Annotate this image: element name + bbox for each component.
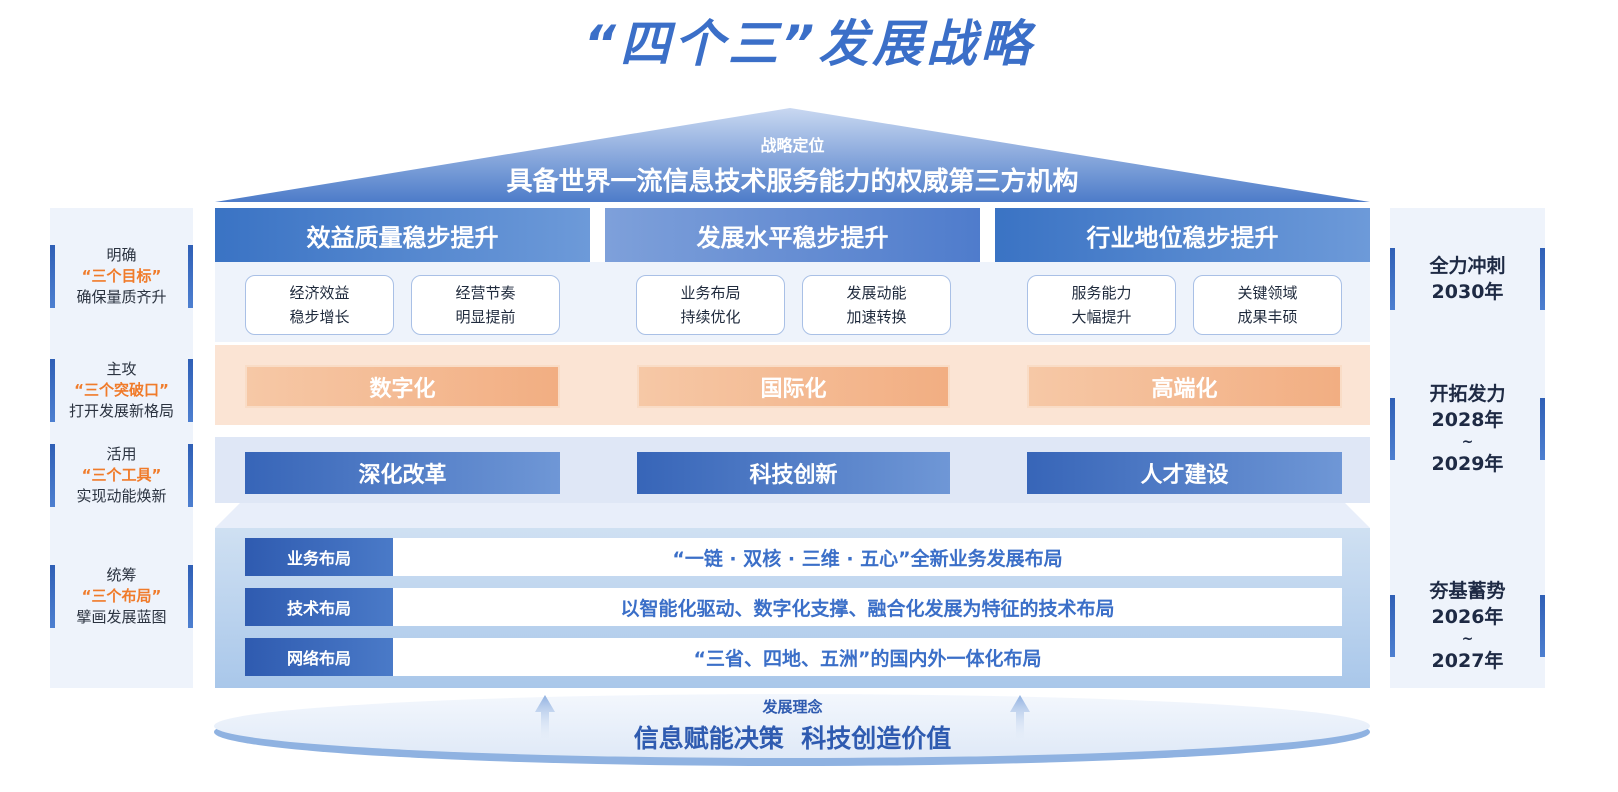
roof (215, 108, 1370, 202)
positioning-text: 具备世界一流信息技术服务能力的权威第三方机构 (506, 166, 1079, 197)
phase-title: 夯基蓄势 (1429, 580, 1506, 602)
layout-text: 以智能化驱动、数字化支撑、融合化发展为特征的技术布局 (393, 588, 1342, 626)
layout-label: 网络布局 (245, 638, 393, 676)
left-text: 主攻 (106, 360, 137, 378)
goal-item-line: 明显提前 (455, 308, 516, 326)
left-text: 明确 (106, 246, 137, 264)
philosophy-label: 发展理念 (762, 697, 823, 716)
left-group-goals: 明确 “三个目标” 确保量质齐升 (50, 245, 193, 308)
left-text: 活用 (106, 445, 137, 463)
right-phase-2026: 夯基蓄势 2026年 ~2027年 (1390, 580, 1545, 672)
breakthrough-box: 国际化 (637, 365, 950, 408)
goal-header: 效益质量稳步提升 (215, 208, 590, 262)
page-title: “四个三”发展战略 (583, 15, 1035, 73)
left-column: 明确 “三个目标” 确保量质齐升 主攻 “三个突破口” 打开发展新格局 活用 “三个工具”… (50, 208, 193, 688)
breakthrough-box: 高端化 (1027, 365, 1342, 408)
goal-item-line: 成果丰硕 (1237, 308, 1298, 326)
layout-label: 技术布局 (245, 588, 393, 626)
phase-year: 2028年 (1431, 409, 1504, 431)
left-highlight: “三个布局” (81, 587, 162, 605)
phase-year: 2029年 (1431, 453, 1504, 475)
left-text: 擘画发展蓝图 (76, 608, 167, 626)
left-group-breakthroughs: 主攻 “三个突破口” 打开发展新格局 (50, 359, 193, 422)
tool-box: 人才建设 (1027, 452, 1342, 494)
goal-item: 服务能力大幅提升 (1027, 275, 1176, 335)
goal-header: 发展水平稳步提升 (605, 208, 980, 262)
phase-title: 开拓发力 (1429, 383, 1506, 405)
left-group-layouts: 统筹 “三个布局” 擘画发展蓝图 (50, 565, 193, 628)
layout-label: 业务布局 (245, 538, 393, 576)
goal-item-line: 持续优化 (680, 308, 741, 326)
goal-item-line: 经营节奏 (455, 284, 516, 302)
goal-item-line: 稳步增长 (289, 308, 350, 326)
goal-item: 经济效益稳步增长 (245, 275, 394, 335)
goal-item-line: 加速转换 (846, 308, 907, 326)
goal-header: 行业地位稳步提升 (995, 208, 1370, 262)
goal-item-line: 关键领域 (1237, 284, 1298, 302)
arrow-up-icon (1010, 695, 1030, 745)
tool-box: 科技创新 (637, 452, 950, 494)
right-column: 全力冲刺 2030年 开拓发力 2028年 ~2029年 夯基蓄势 2026年 ~2027… (1390, 208, 1545, 688)
philosophy-text: 信息赋能决策 科技创造价值 (633, 724, 952, 753)
phase-sep: ~ (1461, 631, 1474, 647)
breakthrough-box: 数字化 (245, 365, 560, 408)
goal-item: 关键领域成果丰硕 (1193, 275, 1342, 335)
phase-year: 2026年 (1431, 606, 1504, 628)
base-top (215, 503, 1370, 528)
left-text: 打开发展新格局 (68, 402, 174, 420)
left-highlight: “三个工具” (81, 466, 162, 484)
goals-band (215, 262, 1370, 342)
layout-text: “一链 · 双核 · 三维 · 五心”全新业务发展布局 (393, 538, 1342, 576)
left-text: 确保量质齐升 (76, 288, 167, 306)
right-phase-2030: 全力冲刺 2030年 (1390, 248, 1545, 310)
left-group-tools: 活用 “三个工具” 实现动能焕新 (50, 444, 193, 507)
right-phase-2028: 开拓发力 2028年 ~2029年 (1390, 383, 1545, 475)
goal-item-line: 业务布局 (680, 284, 741, 302)
goal-item: 业务布局持续优化 (636, 275, 785, 335)
goal-item-line: 发展动能 (846, 284, 907, 302)
left-highlight: “三个目标” (81, 267, 162, 285)
positioning-label: 战略定位 (760, 136, 825, 155)
goal-item-line: 服务能力 (1071, 284, 1132, 302)
arrow-up-icon (535, 695, 555, 745)
left-highlight: “三个突破口” (74, 381, 169, 399)
phase-year: 2027年 (1431, 650, 1504, 672)
phase-year: 2030年 (1431, 281, 1504, 303)
layout-text: “三省、四地、五洲”的国内外一体化布局 (393, 638, 1342, 676)
goal-item: 经营节奏明显提前 (411, 275, 560, 335)
goal-item-line: 大幅提升 (1071, 308, 1132, 326)
goal-item-line: 经济效益 (289, 284, 350, 302)
phase-sep: ~ (1461, 434, 1474, 450)
left-text: 实现动能焕新 (76, 487, 167, 505)
phase-title: 全力冲刺 (1429, 255, 1506, 277)
tool-box: 深化改革 (245, 452, 560, 494)
left-text: 统筹 (106, 566, 137, 584)
goal-item: 发展动能加速转换 (802, 275, 951, 335)
